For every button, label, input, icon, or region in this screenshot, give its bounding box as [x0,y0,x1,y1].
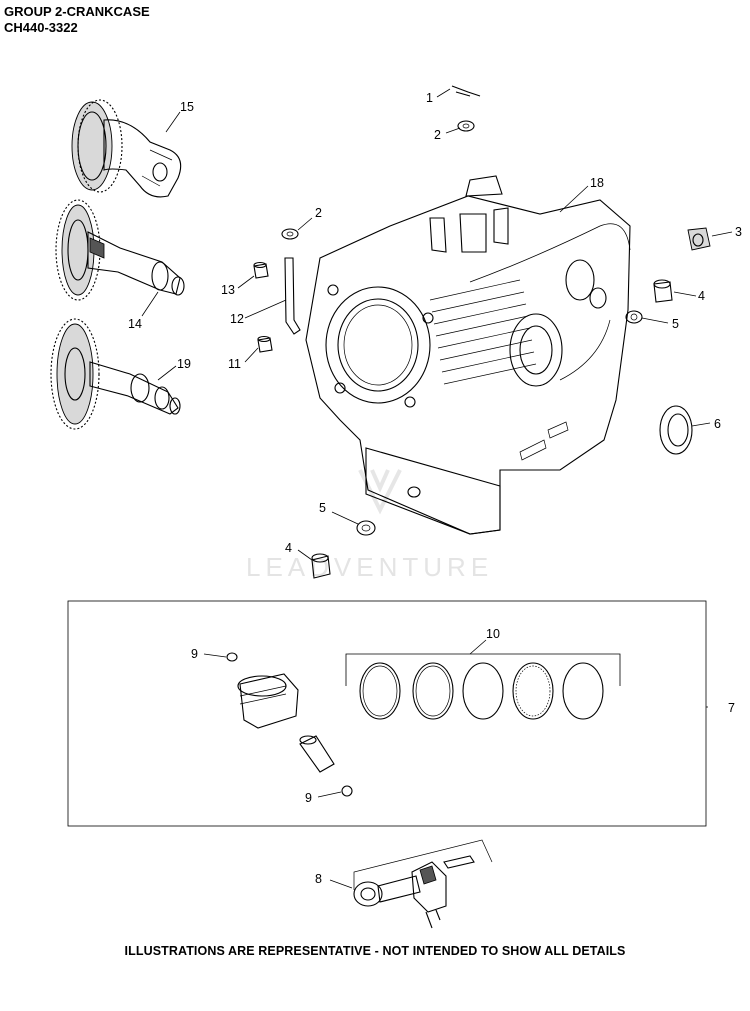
part-4-plug-right [653,279,673,303]
part-4-plug-bottom [311,553,331,579]
callout-numbers: 1 2 2 3 4 4 5 5 6 7 8 9 9 10 11 12 13 14… [128,91,742,886]
callout-8: 8 [315,872,322,886]
part-9-retainer-bottom [341,785,353,797]
callout-12: 12 [230,312,244,326]
callout-4-right: 4 [698,289,705,303]
part-8-connecting-rod [353,839,493,929]
part-15-balance-gear [71,99,182,198]
callout-11: 11 [228,357,241,371]
callout-2-left: 2 [315,206,322,220]
callout-1: 1 [426,91,433,105]
part-13-dowel [253,261,269,279]
callout-7: 7 [728,701,735,715]
crankcase-body [305,175,631,535]
group-title: GROUP 2-CRANKCASE [4,4,150,19]
part-9-retainer-top [226,652,238,662]
part-5-washer-bottom [356,520,376,536]
part-2-washer-left [281,228,299,240]
callout-5-right: 5 [672,317,679,331]
model-number: CH440-3322 [4,20,78,35]
callout-3: 3 [735,225,742,239]
watermark-text: LEADVENTURE [246,552,493,582]
callout-4-bottom: 4 [285,541,292,555]
part-6-oil-seal [659,405,693,455]
piston-kit-frame [67,600,707,827]
callout-14: 14 [128,317,142,331]
callout-9-top: 9 [191,647,198,661]
part-12-dipstick-tube [284,257,301,335]
part-3-breather [687,227,711,251]
callout-9-bottom: 9 [305,791,312,805]
part-5-washer-right [625,310,643,324]
watermark-logo: LEADVENTURE [246,469,493,582]
disclaimer-note: ILLUSTRATIONS ARE REPRESENTATIVE - NOT I… [124,944,626,958]
callout-13: 13 [221,283,235,297]
callout-15: 15 [180,100,194,114]
callout-5-bottom: 5 [319,501,326,515]
part-2-washer-top [457,120,475,132]
callout-18: 18 [590,176,604,190]
callout-2-top: 2 [434,128,441,142]
part-11-bushing [257,335,273,353]
callout-6: 6 [714,417,721,431]
part-1-clip [451,85,481,97]
leader-lines [141,88,733,889]
callout-10: 10 [486,627,500,641]
piston [237,673,299,729]
piston-pin [299,735,335,773]
part-14-balance-shaft [55,199,185,301]
part-10-piston-rings [345,653,621,720]
callout-19: 19 [177,357,191,371]
part-19-camshaft [50,318,181,430]
